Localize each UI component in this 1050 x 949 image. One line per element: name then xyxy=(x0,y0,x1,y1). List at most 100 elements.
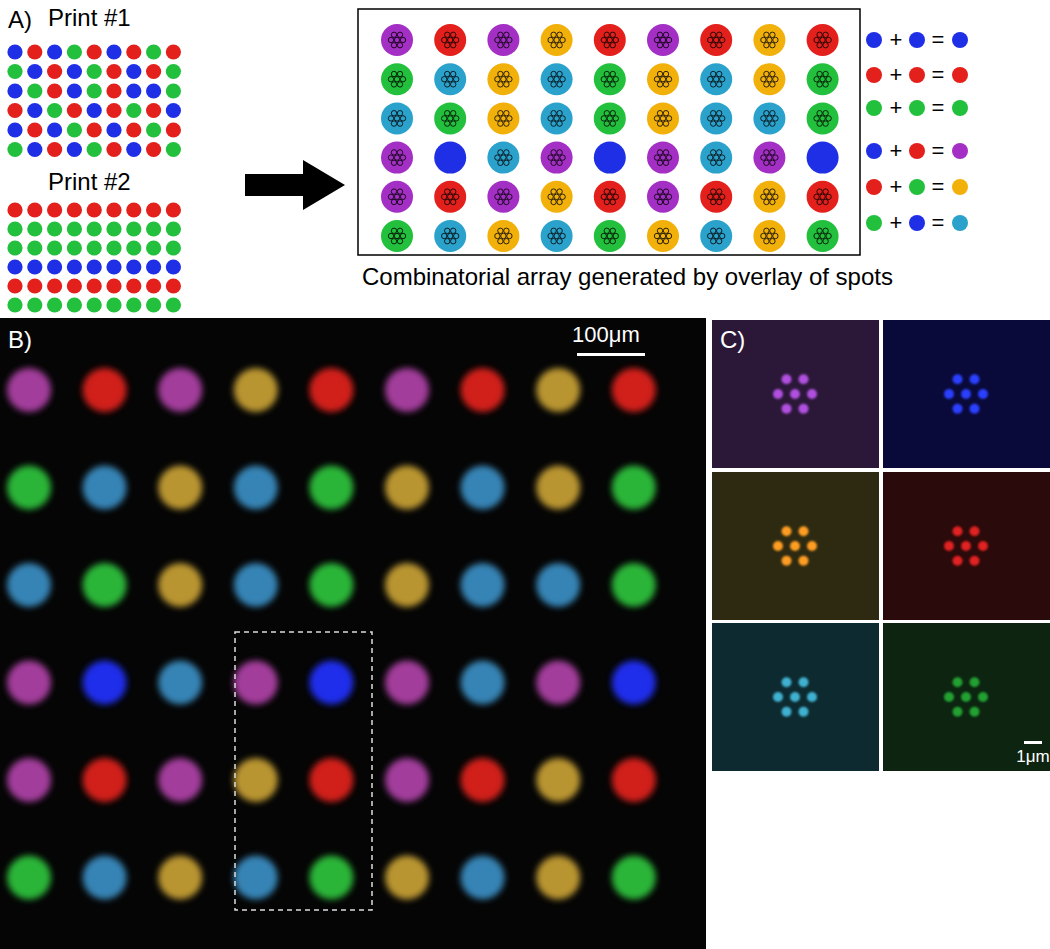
print1-spot xyxy=(146,142,161,157)
pattern-dot xyxy=(504,228,509,233)
combined-spot xyxy=(807,63,839,95)
fluorescent-spot xyxy=(7,368,51,412)
nanodot xyxy=(799,707,809,717)
pattern-dot xyxy=(548,233,553,238)
print1-spot xyxy=(47,103,62,118)
pattern-dot xyxy=(773,233,778,238)
print1-spot xyxy=(7,64,22,79)
print1-spot xyxy=(106,142,121,157)
legend-dot xyxy=(909,215,925,231)
pattern-dot xyxy=(601,233,606,238)
print2-spot xyxy=(67,278,82,293)
pattern-dot xyxy=(817,82,822,87)
pattern-dot xyxy=(823,228,828,233)
pattern-dot xyxy=(548,116,553,121)
combined-spot xyxy=(434,102,466,134)
combined-spot xyxy=(487,181,519,213)
pattern-dot xyxy=(764,121,769,126)
print2-spot xyxy=(126,297,141,312)
pattern-dot xyxy=(714,194,719,199)
pattern-dot xyxy=(764,111,769,116)
pattern-dot xyxy=(557,82,562,87)
pattern-dot xyxy=(761,116,766,121)
pattern-dot xyxy=(657,82,662,87)
pattern-dot xyxy=(814,194,819,199)
pattern-dot xyxy=(817,228,822,233)
pattern-dot xyxy=(820,194,825,199)
pattern-dot xyxy=(445,228,450,233)
print2-spot xyxy=(67,240,82,255)
print1-spot xyxy=(146,103,161,118)
pattern-dot xyxy=(711,160,716,165)
pattern-dot xyxy=(717,71,722,76)
fluorescent-spot xyxy=(536,466,580,510)
fluorescent-spot xyxy=(461,856,505,900)
pattern-dot xyxy=(610,121,615,126)
print1-spot xyxy=(67,142,82,157)
print1-spot xyxy=(67,103,82,118)
nanodot xyxy=(970,707,980,717)
fluorescent-spot xyxy=(234,661,278,705)
pattern-dot xyxy=(551,199,556,204)
print2-spot xyxy=(146,240,161,255)
pattern-dot xyxy=(397,160,402,165)
panel-a-art xyxy=(7,9,968,313)
print1-spot xyxy=(126,122,141,137)
nanodot xyxy=(944,389,954,399)
plus-sign: + xyxy=(890,138,903,163)
pattern-dot xyxy=(660,116,665,121)
combined-spot xyxy=(647,63,679,95)
nanodot xyxy=(790,541,800,551)
equals-sign: = xyxy=(932,95,945,120)
print1-spot xyxy=(67,83,82,98)
panel-b-art xyxy=(0,318,706,949)
pattern-dot xyxy=(504,111,509,116)
pattern-dot xyxy=(400,155,405,160)
pattern-dot xyxy=(654,77,659,82)
nanodot xyxy=(799,526,809,536)
print2-spot xyxy=(126,221,141,236)
combined-spot xyxy=(700,142,732,174)
fluorescent-spot xyxy=(612,758,656,802)
print2-spot xyxy=(47,297,62,312)
fluorescent-spot xyxy=(612,856,656,900)
pattern-dot xyxy=(823,239,828,244)
pattern-dot xyxy=(654,116,659,121)
legend-dot xyxy=(909,32,925,48)
combined-spot xyxy=(381,220,413,252)
pattern-dot xyxy=(498,228,503,233)
pattern-dot xyxy=(654,194,659,199)
pattern-dot xyxy=(610,71,615,76)
pattern-dot xyxy=(498,239,503,244)
pattern-dot xyxy=(604,71,609,76)
overlay-arrow xyxy=(245,160,345,210)
pattern-dot xyxy=(666,37,671,42)
combined-spot xyxy=(753,63,785,95)
nanodot xyxy=(970,404,980,414)
pattern-dot xyxy=(604,121,609,126)
pattern-dot xyxy=(501,77,506,82)
pattern-dot xyxy=(610,111,615,116)
nanodot xyxy=(953,374,963,384)
fluorescent-spot xyxy=(461,368,505,412)
fluorescent-spot xyxy=(536,368,580,412)
pattern-dot xyxy=(814,116,819,121)
pattern-dot xyxy=(504,239,509,244)
print2-spot xyxy=(7,297,22,312)
pattern-dot xyxy=(660,37,665,42)
equals-sign: = xyxy=(932,210,945,235)
pattern-dot xyxy=(394,77,399,82)
pattern-dot xyxy=(654,37,659,42)
pattern-dot xyxy=(388,77,393,82)
zoom-tile xyxy=(712,623,879,771)
pattern-dot xyxy=(711,82,716,87)
legend-dot xyxy=(866,32,882,48)
print1-spot xyxy=(7,122,22,137)
combined-spot xyxy=(753,142,785,174)
pattern-dot xyxy=(388,233,393,238)
legend-dot xyxy=(866,67,882,83)
pattern-dot xyxy=(394,155,399,160)
combined-spot xyxy=(807,24,839,56)
fluorescent-spot xyxy=(7,563,51,607)
combined-spot xyxy=(807,220,839,252)
